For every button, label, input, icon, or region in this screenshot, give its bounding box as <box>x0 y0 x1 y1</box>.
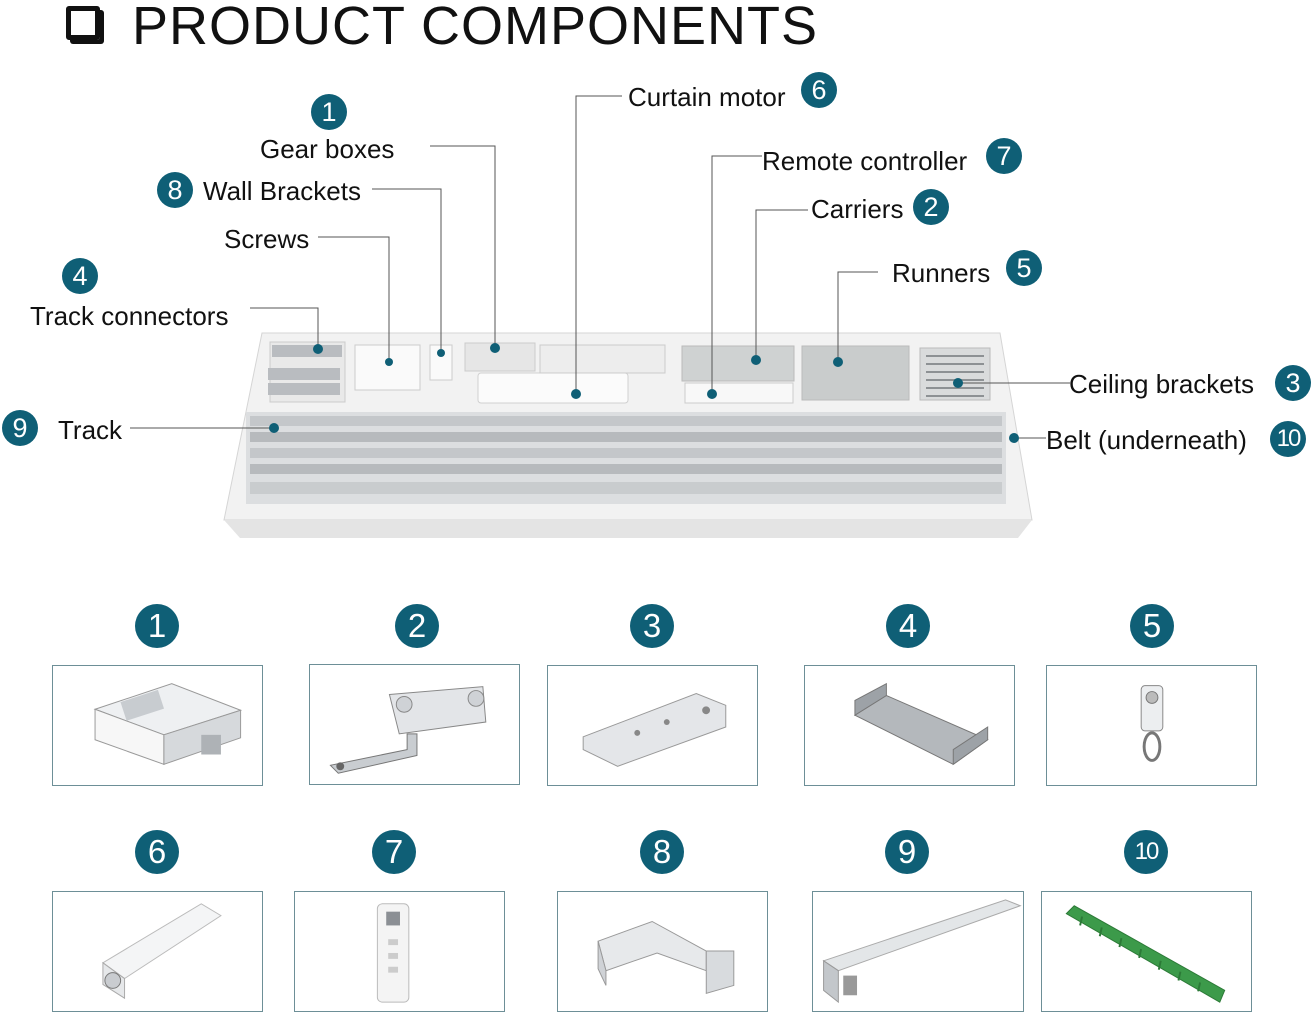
badge-remote-controller: 7 <box>986 138 1022 174</box>
ceiling-bracket-icon <box>582 693 727 767</box>
tile-badge-5: 5 <box>1130 604 1174 648</box>
wall-bracket-icon <box>597 920 735 994</box>
runner-icon <box>1140 685 1164 762</box>
label-wall-brackets: Wall Brackets <box>203 176 361 206</box>
label-screws: Screws <box>224 224 310 254</box>
tile-gear-box <box>52 665 263 786</box>
badge-belt: 10 <box>1270 421 1306 457</box>
gear-box-icon <box>93 683 243 766</box>
badge-wall-brackets: 8 <box>157 172 193 208</box>
tile-badge-7: 7 <box>372 830 416 874</box>
tile-runner <box>1046 665 1257 786</box>
badge-runners: 5 <box>1006 250 1042 286</box>
label-belt: Belt (underneath) <box>1046 425 1247 455</box>
tile-badge-8: 8 <box>640 830 684 874</box>
tile-badge-4: 4 <box>886 604 930 648</box>
tile-belt <box>1041 891 1252 1012</box>
label-ceiling-brackets: Ceiling brackets <box>1069 369 1254 399</box>
remote-controller-icon <box>376 903 410 1003</box>
tile-badge-2: 2 <box>395 604 439 648</box>
badge-carriers: 2 <box>913 189 949 225</box>
label-carriers: Carriers <box>811 194 904 224</box>
curtain-motor-icon <box>102 903 222 1000</box>
label-track: Track <box>58 415 123 445</box>
label-runners: Runners <box>892 258 991 288</box>
badge-ceiling-brackets: 3 <box>1275 365 1311 401</box>
belt-icon <box>1065 905 1226 1003</box>
tile-badge-3: 3 <box>630 604 674 648</box>
label-remote-controller: Remote controller <box>762 146 968 176</box>
tile-badge-10: 10 <box>1124 830 1168 874</box>
carrier-icon <box>329 686 487 774</box>
tile-wall-bracket <box>557 891 768 1012</box>
page-title: PRODUCT COMPONENTS <box>132 0 819 56</box>
tile-badge-9: 9 <box>885 830 929 874</box>
tile-remote-controller <box>294 891 505 1012</box>
badge-gear-boxes: 1 <box>311 94 347 130</box>
tile-badge-6: 6 <box>135 830 179 874</box>
checkbox-icon <box>66 6 100 40</box>
label-curtain-motor: Curtain motor <box>628 82 786 112</box>
badge-track: 9 <box>2 410 38 446</box>
label-gear-boxes: Gear boxes <box>260 134 395 164</box>
product-box-illustration <box>130 95 1070 538</box>
badge-curtain-motor: 6 <box>801 72 837 108</box>
tile-ceiling-bracket <box>547 665 758 786</box>
tile-curtain-motor <box>52 891 263 1012</box>
track-icon <box>822 899 1022 1004</box>
tile-badge-1: 1 <box>135 604 179 648</box>
badge-track-connectors: 4 <box>62 258 98 294</box>
tile-track <box>812 891 1024 1012</box>
track-connector-icon <box>853 682 989 766</box>
tile-track-connector <box>804 665 1015 786</box>
label-track-connectors: Track connectors <box>30 301 229 331</box>
tile-carrier <box>309 664 520 785</box>
